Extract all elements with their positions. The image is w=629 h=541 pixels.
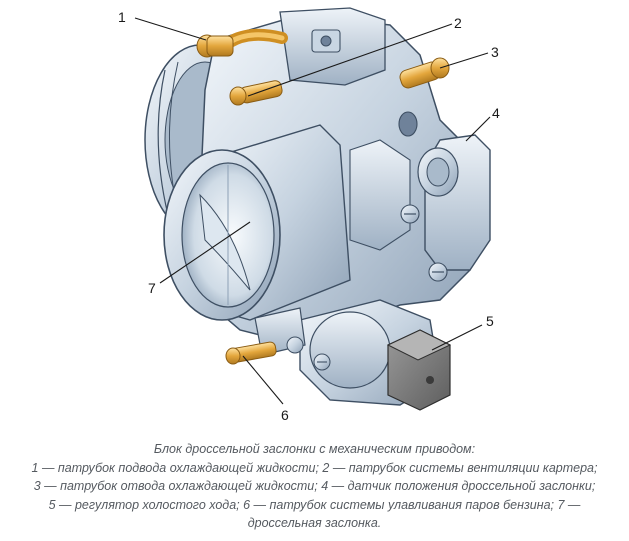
caption-line: 1 — патрубок подвода охлаждающей жидкост… <box>31 460 598 475</box>
idle-air-regulator <box>299 299 452 411</box>
callout-3: 3 <box>491 44 499 60</box>
fuel-vapour-pipe <box>225 341 277 365</box>
caption-line: 5 — регулятор холостого хода; 6 — патруб… <box>48 497 581 512</box>
intake-barrel <box>163 124 351 321</box>
callout-1: 1 <box>118 9 126 25</box>
caption-line: Блок дроссельной заслонки с механическим… <box>153 442 476 456</box>
callout-2: 2 <box>454 15 462 31</box>
leader-line-6 <box>242 355 284 405</box>
callout-7: 7 <box>148 280 156 296</box>
leader-line-7 <box>159 221 251 284</box>
leader-lines <box>134 17 491 405</box>
leader-line-4 <box>465 116 491 142</box>
throttle-plate <box>199 193 251 291</box>
throttle-position-sensor <box>400 134 491 282</box>
callout-4: 4 <box>492 105 500 121</box>
callout-6: 6 <box>281 407 289 423</box>
caption-line: дроссельная заслонка. <box>247 516 382 531</box>
figure-caption: Блок дроссельной заслонки с механическим… <box>4 440 625 533</box>
leader-line-2 <box>247 23 453 97</box>
callout-5: 5 <box>486 313 494 329</box>
coolant-inlet-pipe <box>196 28 288 58</box>
leader-line-1 <box>134 17 207 41</box>
throttle-body-illustration: 1 2 3 4 5 6 7 <box>118 7 500 423</box>
leader-line-5 <box>431 324 483 351</box>
caption-line: 3 — патрубок отвода охлаждающей жидкости… <box>33 479 596 494</box>
leader-line-3 <box>439 52 489 69</box>
